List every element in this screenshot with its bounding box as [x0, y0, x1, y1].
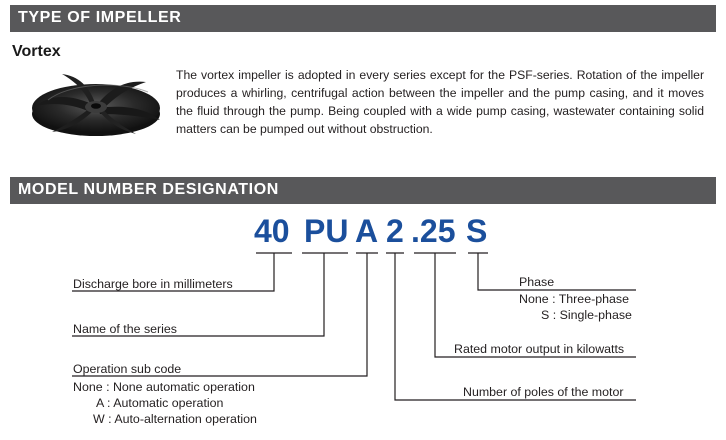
code-part-output: .25 — [411, 213, 456, 249]
impeller-description: The vortex impeller is adopted in every … — [176, 68, 704, 136]
label-operation-title: Operation sub code — [73, 362, 182, 376]
label-operation-none: None : None automatic operation — [73, 380, 255, 394]
label-motor-output: Rated motor output in kilowatts — [454, 342, 625, 356]
model-section-header: MODEL NUMBER DESIGNATION — [10, 177, 716, 204]
label-phase-title: Phase — [519, 275, 555, 289]
label-phase-s: S : Single-phase — [541, 308, 632, 322]
label-operation-w: W : Auto-alternation operation — [93, 412, 257, 426]
code-part-phase: S — [466, 213, 488, 249]
label-phase-none: None : Three-phase — [519, 292, 629, 306]
code-part-series: PU — [304, 213, 349, 249]
code-part-poles: 2 — [386, 213, 404, 249]
impeller-section-title: TYPE OF IMPELLER — [18, 9, 182, 26]
label-discharge-bore: Discharge bore in millimeters — [73, 277, 233, 291]
label-operation-a: A : Automatic operation — [96, 396, 224, 410]
label-motor-poles: Number of poles of the motor — [463, 385, 624, 399]
code-part-bore: 40 — [254, 213, 290, 249]
model-section-title: MODEL NUMBER DESIGNATION — [18, 181, 279, 198]
code-part-operation: A — [355, 213, 379, 249]
impeller-section-header: TYPE OF IMPELLER — [10, 5, 716, 32]
vortex-impeller-image — [32, 74, 160, 136]
label-series-name: Name of the series — [73, 322, 177, 336]
impeller-type-subtitle: Vortex — [12, 43, 61, 60]
